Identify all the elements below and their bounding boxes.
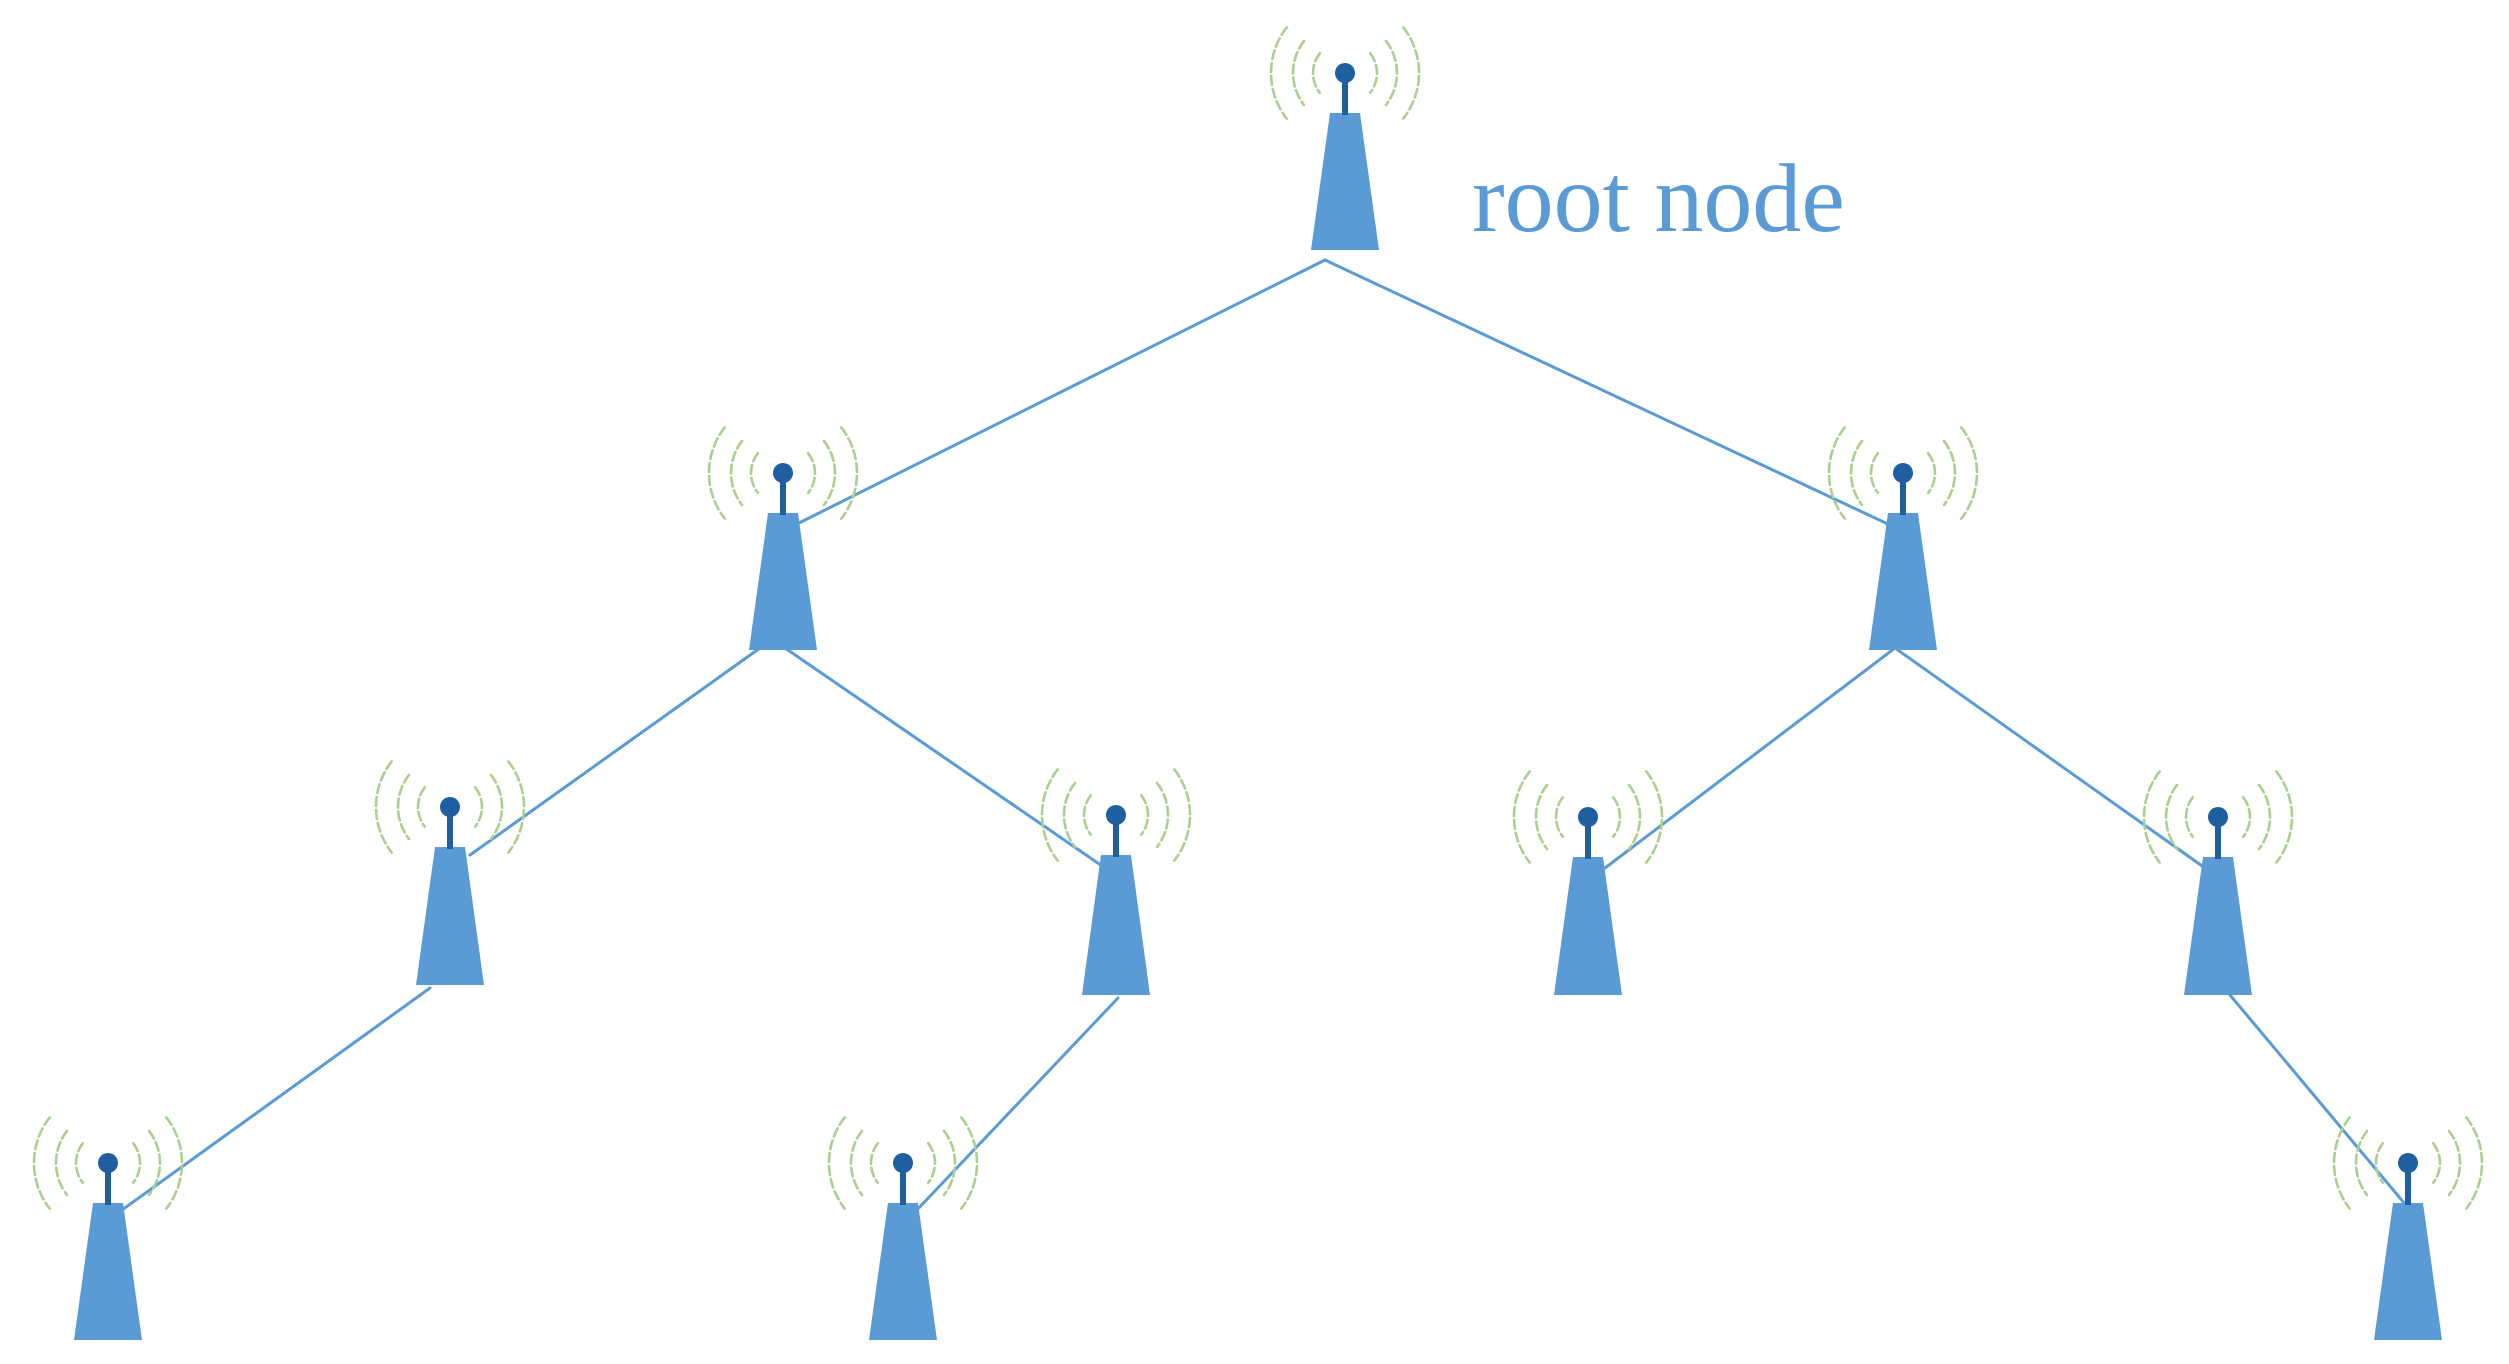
node-l2-a	[374, 760, 526, 985]
signal-waves-icon	[827, 1116, 979, 1210]
node-l3-a	[32, 1116, 184, 1340]
node-l3-b	[827, 1116, 979, 1340]
antenna-tower-icon	[416, 797, 484, 985]
antenna-tower-icon	[869, 1153, 937, 1340]
node-l1-right	[1827, 426, 1979, 650]
antenna-tower-icon	[74, 1153, 142, 1340]
link-root-to-l1-right	[1323, 258, 1892, 527]
signal-waves-icon	[1827, 426, 1979, 520]
antenna-tower-icon	[1311, 63, 1379, 250]
node-l2-c	[1512, 770, 1664, 995]
antenna-tower-icon	[2374, 1153, 2442, 1340]
antenna-tower-icon	[1869, 463, 1937, 650]
signal-waves-icon	[1512, 770, 1664, 864]
link-l1-right-to-l2-c	[1603, 646, 1897, 870]
link-l2-d-to-l3-d	[2228, 993, 2412, 1212]
node-l3-d	[2332, 1116, 2484, 1340]
signal-waves-icon	[374, 760, 526, 854]
link-l2-b-to-l3-b	[913, 996, 1120, 1214]
link-l1-left-to-l2-a	[468, 646, 762, 857]
root-node-label: root node	[1472, 145, 1845, 253]
link-root-to-l1-left	[793, 258, 1327, 527]
node-l1-left	[707, 426, 859, 650]
link-l1-left-to-l2-b	[783, 646, 1107, 870]
signal-waves-icon	[1040, 768, 1192, 862]
signal-waves-icon	[707, 426, 859, 520]
signal-waves-icon	[32, 1116, 184, 1210]
node-l2-d	[2142, 770, 2294, 995]
nodes-layer	[32, 26, 2484, 1340]
link-l1-right-to-l2-d	[1893, 646, 2207, 870]
signal-waves-icon	[1269, 26, 1421, 120]
signal-waves-icon	[2142, 770, 2294, 864]
links-layer	[120, 258, 2412, 1214]
antenna-tower-icon	[1554, 807, 1622, 995]
antenna-tower-icon	[749, 463, 817, 650]
signal-waves-icon	[2332, 1116, 2484, 1210]
antenna-tower-icon	[2184, 807, 2252, 995]
node-root	[1269, 26, 1421, 250]
node-l2-b	[1040, 768, 1192, 995]
link-l2-a-to-l3-a	[120, 986, 432, 1212]
antenna-tower-icon	[1082, 805, 1150, 995]
